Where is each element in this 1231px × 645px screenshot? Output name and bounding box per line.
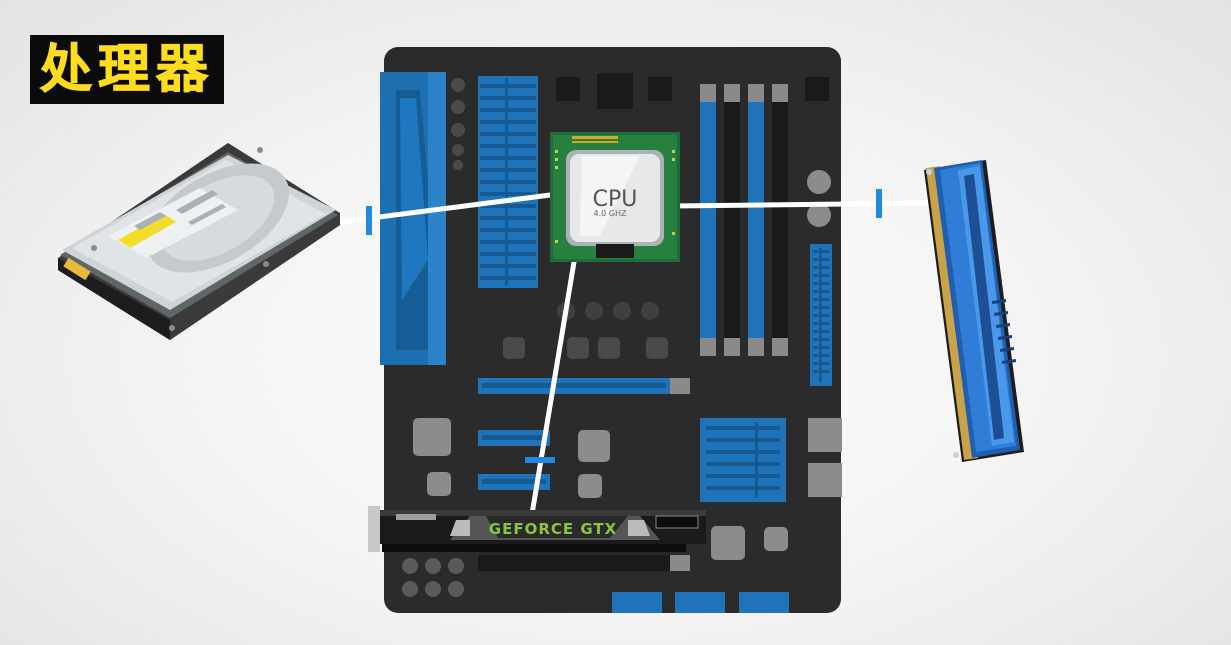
pcie-slot-small	[478, 430, 550, 490]
misc-chips	[413, 418, 842, 560]
motherboard	[380, 47, 842, 613]
top-chips	[556, 73, 829, 109]
connector-lines	[339, 189, 931, 515]
gpu-label: GEFORCE GTX	[489, 520, 617, 538]
cpu-speed: 4.0 GHZ	[594, 209, 627, 218]
connector-tick-gpu	[525, 457, 555, 463]
vrm-heatsink-left	[380, 72, 446, 365]
atx-power-connector	[810, 244, 832, 386]
pcie-slot-bottom	[478, 555, 690, 571]
ram-stick	[924, 160, 1024, 462]
chipset-heatsink	[700, 418, 786, 502]
cpu-label: CPU	[593, 187, 638, 212]
hard-drive	[58, 143, 340, 340]
ram-slots	[700, 84, 788, 356]
connector-tick-hdd	[366, 206, 372, 235]
bottom-headers	[612, 592, 789, 613]
vrm-heatsink-top	[478, 76, 538, 288]
capacitors-bottom-left	[402, 558, 464, 597]
pcie-slot-1	[478, 378, 690, 394]
capacitors-top-left	[451, 78, 465, 170]
connector-tick-ram	[876, 189, 882, 218]
page-title: 处理器	[39, 39, 214, 100]
capacitors-center	[503, 302, 668, 359]
cpu: CPU 4.0 GHZ	[550, 132, 680, 262]
title-banner: 处理器	[30, 35, 224, 104]
graphics-card: GEFORCE GTX	[368, 506, 706, 552]
capacitors-right	[807, 170, 831, 227]
